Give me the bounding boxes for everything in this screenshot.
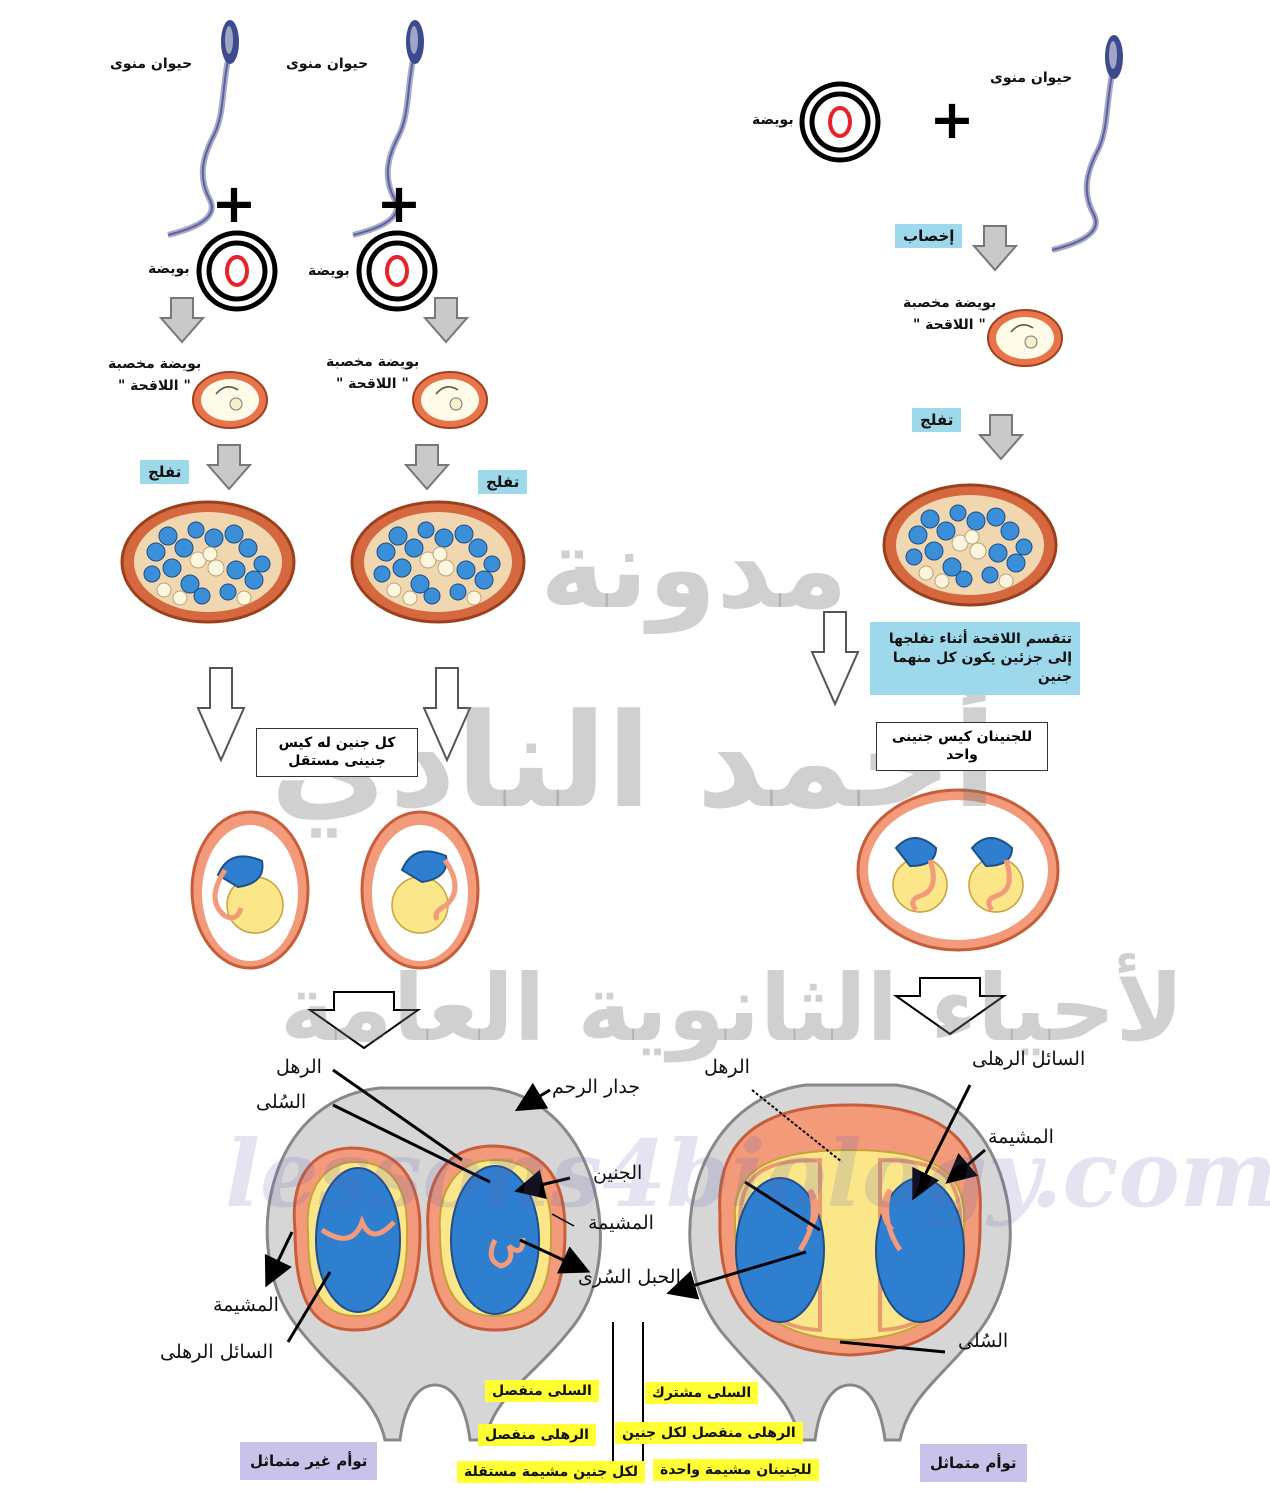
arrow-down-icon [892, 977, 1008, 1036]
zygote-icon [192, 371, 268, 429]
plus-icon: + [211, 172, 256, 235]
chorion-label: المشيمة [988, 1126, 1054, 1148]
shared-sac-note: للجنينان كيس جنينى واحد [876, 722, 1048, 771]
zygote-label-a: بويضة مخصبة [108, 356, 202, 372]
embryo-sac-icon [360, 810, 480, 970]
egg-label-b: بويضة [308, 263, 350, 279]
egg-label-a: بويضة [148, 261, 190, 277]
separate-sac-note: كل جنين له كيس جنينى مستقل [256, 728, 418, 777]
pointer-line [332, 1068, 463, 1162]
pointer-line [264, 1231, 294, 1288]
pointer-line [751, 1089, 843, 1163]
egg-label: بويضة [752, 112, 794, 128]
arrow-down-icon [422, 667, 472, 763]
chorion-center-label: المشيمة [588, 1212, 654, 1234]
embryo-sac-icon [856, 788, 1060, 952]
pointer-line [912, 1084, 972, 1201]
separate-amnion-note: الرهلى منفصل لكل جنين [615, 1422, 803, 1444]
egg-icon [802, 84, 878, 160]
arrow-down-icon [205, 444, 253, 491]
amniotic-fluid-label: السائل الرهلى [160, 1341, 274, 1363]
sperm-icon [1052, 35, 1123, 250]
morula-icon [120, 500, 296, 624]
sperm-label-a: حيوان منوى [110, 56, 193, 72]
embryo-sac-icon [190, 810, 310, 970]
separate-chorion-note: لكل جنين مشيمة مستقلة [457, 1461, 646, 1483]
uterine-wall-label: جدار الرحم [552, 1076, 641, 1098]
arrow-down-icon [158, 297, 206, 344]
pointer-line [519, 1238, 591, 1274]
cleavage-label-b: تفلج [478, 470, 528, 494]
zygote-label-b: بويضة مخصبة [326, 354, 420, 370]
sperm-label-b: حيوان منوى [286, 56, 369, 72]
pointer-line [551, 1213, 575, 1227]
zygote-label: بويضة مخصبة [903, 295, 997, 311]
pointer-line [839, 1340, 946, 1354]
zygote-sublabel-b: " اللاقحة " [336, 376, 409, 392]
zygote-icon [987, 309, 1063, 367]
egg-icon [359, 233, 435, 309]
allantois-label: السُلى [256, 1091, 307, 1113]
arrow-down-icon [196, 667, 246, 763]
zygote-sublabel-a: " اللاقحة " [118, 378, 191, 394]
pointer-line [744, 1180, 821, 1232]
fertilization-label: إخصاب [895, 224, 963, 248]
morula-icon [882, 483, 1058, 607]
egg-icon [199, 233, 275, 309]
arrow-down-icon [971, 225, 1019, 272]
arrow-down-icon [810, 611, 860, 707]
uterus-icon [688, 1083, 1012, 1442]
zygote-sublabel: " اللاقحة " [913, 317, 986, 333]
pointer-line [514, 1169, 571, 1199]
chorion-left-label: المشيمة [213, 1294, 279, 1316]
cleavage-label: تفلج [912, 408, 962, 432]
fraternal-twins-title: توأم غير متماثل [240, 1442, 378, 1480]
amnion-label: الرهل [704, 1056, 750, 1078]
zygote-icon [412, 371, 488, 429]
split-note: تتقسم اللاقحة أثناء تفلجها إلى جزئين يكو… [870, 622, 1080, 695]
shared-allantois-note: السلى مشترك [645, 1382, 759, 1404]
separate-amnion-note: الرهلى منفصل [478, 1424, 596, 1446]
plus-icon: + [376, 172, 421, 235]
sperm-label: حيوان منوى [990, 70, 1073, 86]
arrow-down-icon [422, 297, 470, 344]
separate-allantois-note: السلى منفصل [485, 1380, 599, 1402]
plus-icon: + [929, 88, 974, 151]
arrow-down-icon [403, 444, 451, 491]
arrow-down-icon [306, 991, 422, 1050]
pointer-line [514, 1082, 551, 1112]
pointer-line [945, 1148, 986, 1184]
pointer-line [286, 1271, 332, 1343]
pointer-line [332, 1103, 491, 1184]
identical-twins-title: توأم متماثل [920, 1444, 1027, 1482]
umbilical-cord-label: الحبل السُرى [578, 1266, 681, 1288]
morula-icon [350, 500, 526, 624]
embryo-label: الجنين [593, 1162, 643, 1184]
amniotic-fluid-label: السائل الرهلى [972, 1048, 1086, 1070]
pointer-line [666, 1250, 807, 1300]
amnion-label: الرهل [276, 1056, 322, 1078]
allantois-label: السُلى [958, 1330, 1009, 1352]
single-chorion-note: للجنينان مشيمة واحدة [653, 1459, 819, 1481]
cleavage-label-a: تفلج [140, 460, 190, 484]
arrow-down-icon [977, 414, 1025, 461]
